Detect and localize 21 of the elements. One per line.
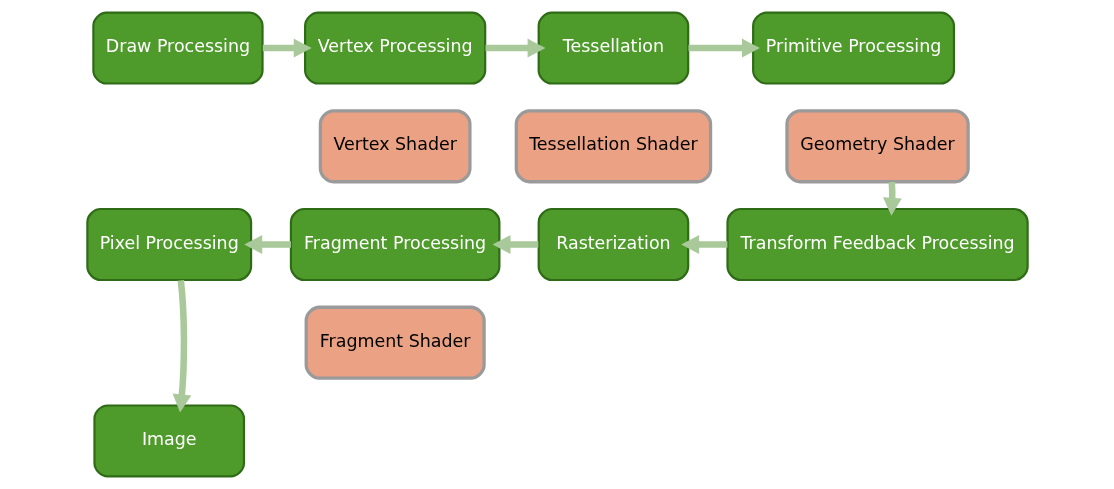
node-box: Draw Processing (91, 11, 264, 85)
node-box: Image (92, 404, 245, 478)
arrow (687, 38, 760, 58)
node-box: Geometry Shader (784, 109, 970, 184)
arrow (882, 181, 902, 216)
node-box: Pixel Processing (85, 207, 252, 282)
arrow (243, 235, 291, 254)
arrow (680, 235, 727, 254)
node-box: Fragment Processing (289, 207, 500, 282)
arrow (485, 38, 546, 58)
node-box: Vertex Processing (303, 11, 486, 85)
node-box: Rasterization (537, 207, 689, 282)
arrow (492, 235, 538, 254)
node-box: Primitive Processing (751, 11, 955, 85)
arrow (172, 280, 191, 413)
node-box: Transform Feedback Processing (725, 207, 1029, 282)
node-box: Vertex Shader (318, 109, 472, 184)
node-box: Fragment Shader (304, 305, 486, 380)
node-box: Tessellation (537, 11, 689, 85)
node-box: Tessellation Shader (514, 109, 712, 184)
arrow (262, 38, 312, 58)
